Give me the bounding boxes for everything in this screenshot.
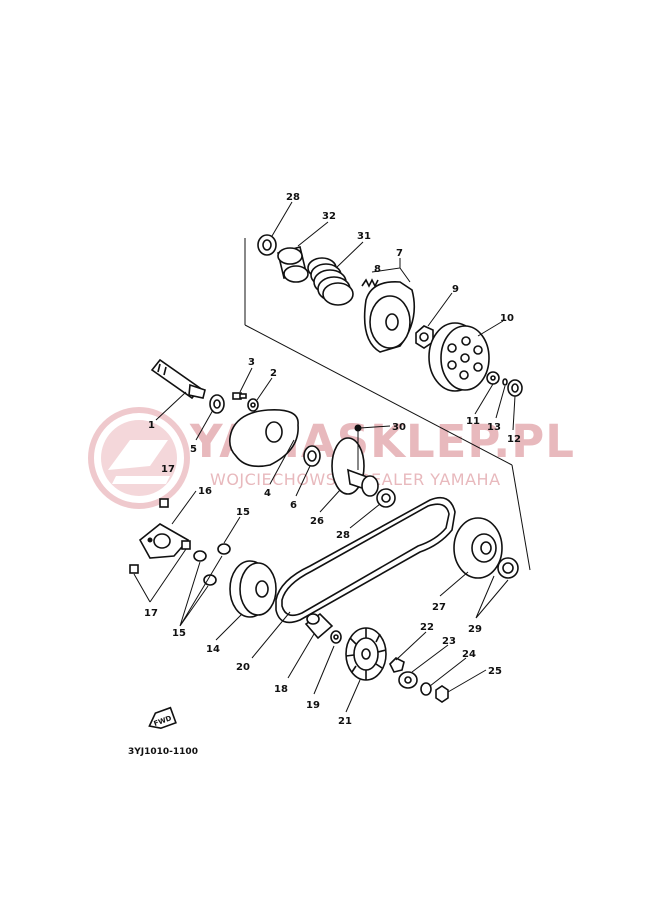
part-31-spring: [307, 257, 354, 306]
callout-28-mid: 28: [336, 530, 350, 541]
callout-4: 4: [264, 488, 271, 499]
callout-17-bottom: 17: [144, 608, 158, 619]
callout-8: 8: [374, 264, 381, 275]
part-14-sliding-sheave: [229, 560, 277, 618]
part-7-clutch-carrier: [363, 281, 416, 353]
part-21-fan: [345, 627, 387, 681]
part-2-washer: [247, 398, 259, 412]
callout-21: 21: [338, 716, 352, 727]
callout-11: 11: [466, 416, 480, 427]
part-8-spring: [361, 278, 379, 288]
part-32-collar: [277, 246, 309, 283]
part-12-bearing: [507, 379, 523, 397]
callout-32: 32: [322, 211, 336, 222]
callout-28-top: 28: [286, 192, 300, 203]
callout-27: 27: [432, 602, 446, 613]
part-27-secondary-sheave: [453, 517, 503, 579]
callout-23: 23: [442, 636, 456, 647]
callout-20: 20: [236, 662, 250, 673]
callout-15-bottom: 15: [172, 628, 186, 639]
callout-25: 25: [488, 666, 502, 677]
part-20-belt: [275, 496, 456, 624]
part-18-collar: [304, 612, 334, 640]
part-3-bolt: [232, 392, 247, 400]
callout-16: 16: [198, 486, 212, 497]
part-26-sheave: [331, 437, 379, 497]
callout-19: 19: [306, 700, 320, 711]
part-28-bearing: [376, 488, 396, 508]
callout-18: 18: [274, 684, 288, 695]
callout-14: 14: [206, 644, 220, 655]
callout-15-top: 15: [236, 507, 250, 518]
part-15-roller: [193, 543, 231, 586]
part-19-washer: [330, 630, 342, 644]
callout-2: 2: [270, 368, 277, 379]
callout-7: 7: [396, 248, 403, 259]
part-22-gear: [389, 657, 405, 673]
fwd-arrow: FWD: [148, 706, 177, 730]
callout-31: 31: [357, 231, 371, 242]
watermark-emblem: [88, 407, 190, 509]
part-16-cam: [138, 523, 190, 559]
callout-5: 5: [190, 444, 197, 455]
callout-22: 22: [420, 622, 434, 633]
callout-17-top: 17: [161, 464, 175, 475]
part-6-washer: [303, 445, 321, 467]
callout-3: 3: [248, 357, 255, 368]
callout-10: 10: [500, 313, 514, 324]
part-4-plate: [228, 408, 299, 468]
callout-1: 1: [148, 420, 155, 431]
leader-lines: [133, 201, 516, 713]
part-5-bearing: [209, 394, 225, 414]
callout-30: 30: [392, 422, 406, 433]
callout-labels: 28 32 31 7 8 9 10 3 2 1 5 11 13 12 30 17…: [144, 192, 521, 727]
part-13-washer: [502, 378, 508, 386]
part-23-plate: [398, 671, 418, 689]
callout-13: 13: [487, 422, 501, 433]
part-1-shaft: [150, 358, 206, 400]
callout-24: 24: [462, 649, 476, 660]
callout-6: 6: [290, 500, 297, 511]
part-10-clutch-housing: [428, 322, 490, 392]
callout-29: 29: [468, 624, 482, 635]
part-25-nut: [435, 685, 449, 703]
part-24-washer: [420, 682, 432, 696]
callout-12: 12: [507, 434, 521, 445]
part-28-washer: [257, 234, 277, 256]
part-29-seal: [497, 557, 519, 579]
assembly-outline: [244, 238, 531, 571]
callout-9: 9: [452, 284, 459, 295]
part-11-nut: [486, 371, 500, 385]
diagram-code: 3YJ1010-1100: [128, 747, 198, 757]
callout-26: 26: [310, 516, 324, 527]
